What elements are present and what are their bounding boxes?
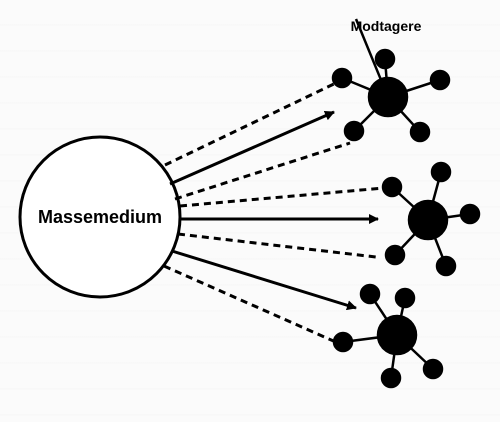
receiver-contact — [359, 283, 381, 305]
receiver-hub — [367, 76, 409, 118]
feedback-line-top-lower — [174, 141, 351, 201]
arrow-bottom — [171, 249, 357, 311]
receiver-contact — [394, 287, 416, 309]
receiver-contact — [409, 121, 431, 143]
receiver-contact — [422, 358, 444, 380]
receiver-node-bottom — [332, 283, 444, 389]
feedback-line-bottom — [163, 264, 339, 345]
feedback-line-middle-lower — [177, 232, 377, 259]
receiver-contact — [331, 67, 353, 89]
receiver-contact — [430, 161, 452, 183]
connections — [163, 80, 385, 345]
receiver-hub — [376, 314, 418, 356]
receiver-contact — [343, 120, 365, 142]
receiver-contact — [380, 367, 402, 389]
receiver-contact — [459, 203, 481, 225]
source-label: Massemedium — [38, 207, 162, 227]
receiver-contact — [381, 176, 403, 198]
feedback-line-top-upper — [164, 80, 339, 167]
feedback-line-middle-upper — [179, 186, 385, 208]
receiver-contact — [384, 244, 406, 266]
receivers-label: Modtagere — [351, 18, 422, 34]
receiver-contact — [435, 255, 457, 277]
receiver-contact — [374, 48, 396, 70]
source-node: Massemedium — [18, 135, 182, 299]
receiver-contact — [332, 331, 354, 353]
receiver-node-middle — [381, 161, 481, 277]
receiver-hub — [407, 199, 449, 241]
receiver-node-top — [331, 18, 451, 143]
source-circle — [18, 135, 182, 299]
receiver-contact — [429, 69, 451, 91]
arrow-top — [169, 110, 335, 186]
